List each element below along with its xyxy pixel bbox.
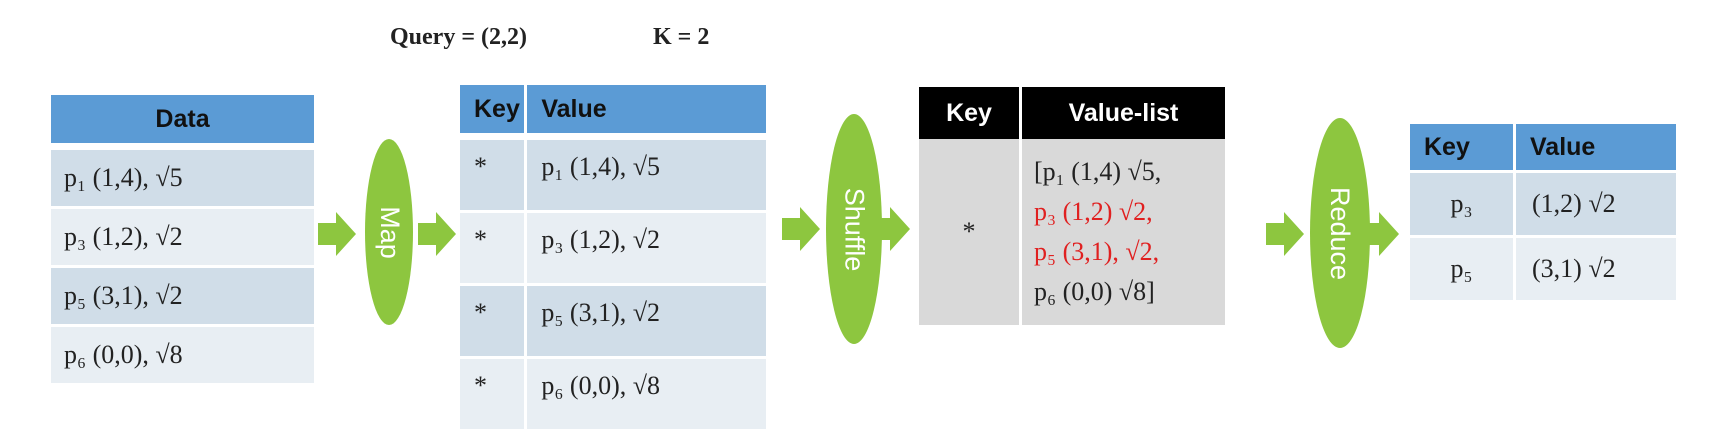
key-header: Key — [460, 85, 528, 137]
shuffle-output-table: Key Value-list * [p₁ (1,4) √5, p₃ (1,2) … — [919, 87, 1225, 325]
key-cell: * — [460, 137, 528, 210]
key-header: Key — [919, 87, 1022, 139]
value-list-item: [p₁ (1,4) √5, — [1034, 157, 1162, 186]
value-cell: p₅ (3,1), √2 — [541, 298, 660, 327]
reduce-label: Reduce — [1325, 186, 1356, 280]
value-cell: (3,1) √2 — [1516, 238, 1676, 300]
value-cell: p₆ (0,0), √8 — [541, 371, 660, 400]
reduce-stage: Reduce — [1310, 118, 1370, 348]
value-list-item: p₆ (0,0) √8] — [1034, 277, 1155, 306]
value-list-item-highlighted: p₅ (3,1), √2, — [1034, 237, 1160, 266]
key-cell: p₃ — [1410, 173, 1516, 238]
arrow-right-icon — [1361, 212, 1399, 256]
value-list-header: Value-list — [1022, 87, 1225, 139]
value-cell: p₃ (1,2), √2 — [541, 225, 660, 254]
map-output-table: Key Value * p₁ (1,4), √5 * p₃ (1,2), √2 … — [460, 85, 766, 429]
arrow-right-icon — [318, 212, 356, 256]
key-header: Key — [1410, 124, 1516, 173]
arrow-right-icon — [782, 207, 820, 251]
value-cell: p₁ (1,4), √5 — [541, 152, 660, 181]
query-point: Query = (2,2) — [390, 24, 527, 50]
map-stage: Map — [365, 139, 413, 325]
key-cell: * — [460, 356, 528, 429]
value-list-item-highlighted: p₃ (1,2) √2, — [1034, 197, 1153, 226]
reduce-output-table: Key Value p₃ (1,2) √2 p₅ (3,1) √2 — [1410, 124, 1676, 300]
arrow-right-icon — [1266, 212, 1304, 256]
data-row: p₅ (3,1), √2 — [51, 265, 314, 324]
shuffle-label: Shuffle — [839, 187, 870, 271]
key-cell: p₅ — [1410, 238, 1516, 300]
k-value: K = 2 — [653, 24, 710, 50]
data-row: p₆ (0,0), √8 — [51, 324, 314, 383]
data-row: p₁ (1,4), √5 — [51, 147, 314, 206]
key-cell: * — [919, 139, 1022, 325]
map-label: Map — [374, 205, 405, 259]
data-row: p₃ (1,2), √2 — [51, 206, 314, 265]
arrow-right-icon — [872, 207, 910, 251]
value-header: Value — [527, 85, 766, 137]
arrow-right-icon — [418, 212, 456, 256]
value-header: Value — [1516, 124, 1676, 173]
data-header: Data — [51, 95, 314, 147]
key-cell: * — [460, 283, 528, 356]
value-cell: (1,2) √2 — [1516, 173, 1676, 238]
key-cell: * — [460, 210, 528, 283]
data-table: Data p₁ (1,4), √5 p₃ (1,2), √2 p₅ (3,1),… — [51, 95, 314, 383]
